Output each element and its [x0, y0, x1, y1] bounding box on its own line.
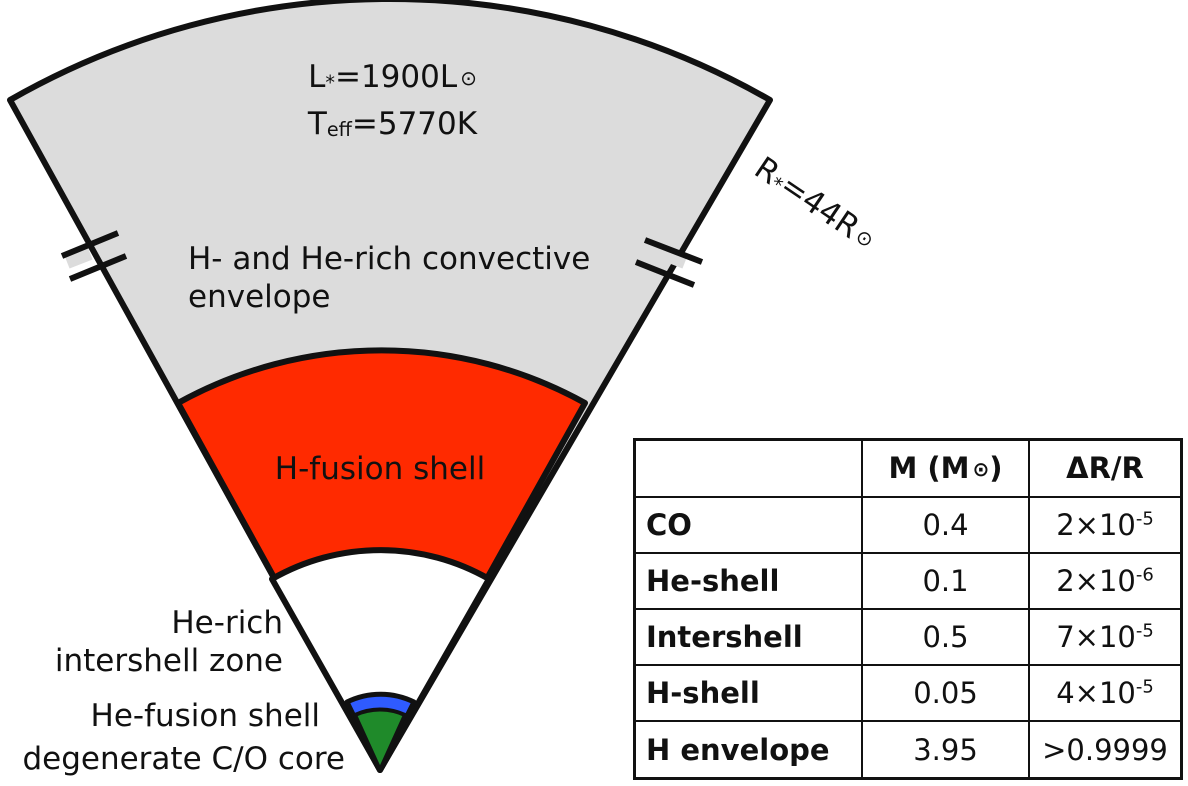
- radius-fraction-header: ΔR/R: [1028, 438, 1183, 498]
- mass-cell: 0.4: [861, 495, 1030, 554]
- co-core-region: [353, 707, 407, 772]
- table-row: CO 0.4 2×10-5: [633, 495, 1183, 554]
- table-row: He-shell 0.1 2×10-6: [633, 551, 1183, 610]
- envelope-label: H- and He-rich convective envelope: [188, 241, 591, 315]
- radius-fraction-cell: 2×10-5: [1028, 495, 1183, 554]
- table-row: H-shell 0.05 4×10-5: [633, 664, 1183, 723]
- layer-properties-table: M (M⊙) ΔR/R CO 0.4 2×10-5 He-shell 0.1 2…: [633, 438, 1183, 780]
- table-row: Intershell 0.5 7×10-5: [633, 607, 1183, 667]
- effective-temperature-label: Teff=5770K: [307, 106, 478, 142]
- component-cell: H envelope: [633, 720, 863, 780]
- core-label: degenerate C/O core: [22, 741, 345, 777]
- axis-break-right: [634, 237, 704, 288]
- component-cell: H-shell: [633, 664, 863, 723]
- component-cell: He-shell: [633, 551, 863, 610]
- h-fusion-shell-label: H-fusion shell: [274, 451, 486, 487]
- mass-cell: 3.95: [861, 720, 1030, 780]
- mass-cell: 0.5: [861, 607, 1030, 667]
- intershell-region: [269, 547, 492, 773]
- radius-fraction-cell: >0.9999: [1028, 720, 1183, 780]
- axis-break-left: [60, 230, 128, 282]
- sun-symbol-icon: ⊙: [460, 66, 477, 90]
- mass-cell: 0.05: [861, 664, 1030, 723]
- sun-symbol-icon: ⊙: [972, 457, 990, 482]
- table-header-row: M (M⊙) ΔR/R: [633, 438, 1183, 498]
- component-cell: CO: [633, 495, 863, 554]
- radius-fraction-cell: 7×10-5: [1028, 607, 1183, 667]
- component-header: [633, 438, 863, 498]
- mass-cell: 0.1: [861, 551, 1030, 610]
- luminosity-label: L*=1900L⊙: [308, 59, 477, 95]
- he-fusion-shell-label: He-fusion shell: [90, 698, 320, 734]
- mass-header: M (M⊙): [861, 438, 1030, 498]
- intershell-label: He-rich intershell zone: [54, 605, 283, 679]
- radius-fraction-cell: 2×10-6: [1028, 551, 1183, 610]
- radius-fraction-cell: 4×10-5: [1028, 664, 1183, 723]
- component-cell: Intershell: [633, 607, 863, 667]
- table-row: H envelope 3.95 >0.9999: [633, 720, 1183, 780]
